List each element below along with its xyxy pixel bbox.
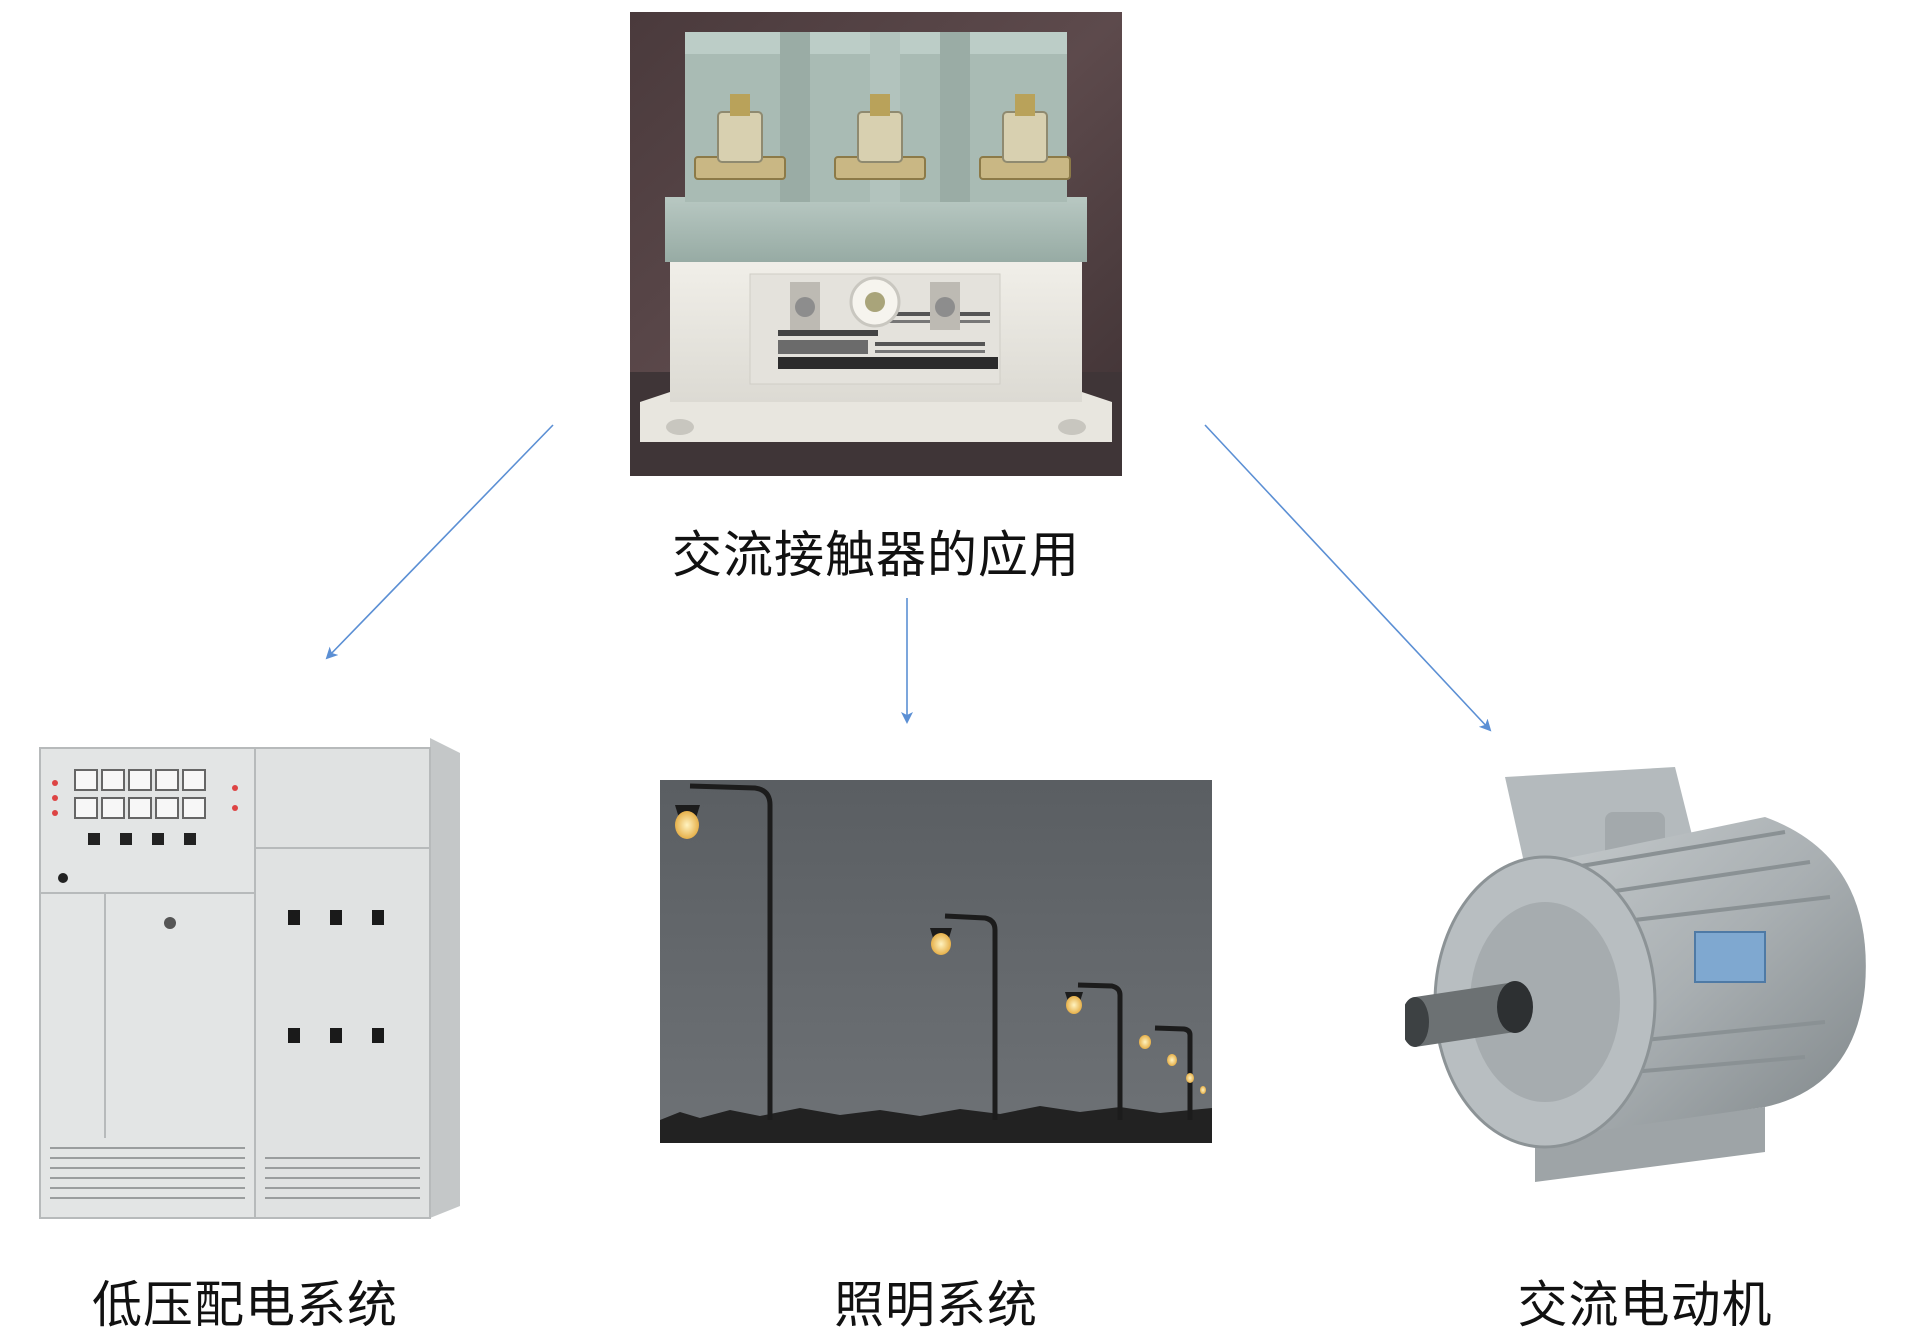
arrow-to-distribution (325, 424, 554, 660)
ac-contactor-photo (630, 12, 1122, 476)
distribution-cabinet-photo (30, 728, 460, 1228)
electric-motor-photo (1405, 757, 1885, 1187)
center-label: 交流接触器的应用 (672, 526, 1080, 584)
target-label-lighting: 照明系统 (834, 1276, 1038, 1334)
arrow-to-motor (1204, 424, 1492, 732)
target-label-motor: 交流电动机 (1517, 1276, 1773, 1334)
street-lights-photo (660, 780, 1212, 1143)
target-label-distribution: 低压配电系统 (92, 1276, 398, 1334)
